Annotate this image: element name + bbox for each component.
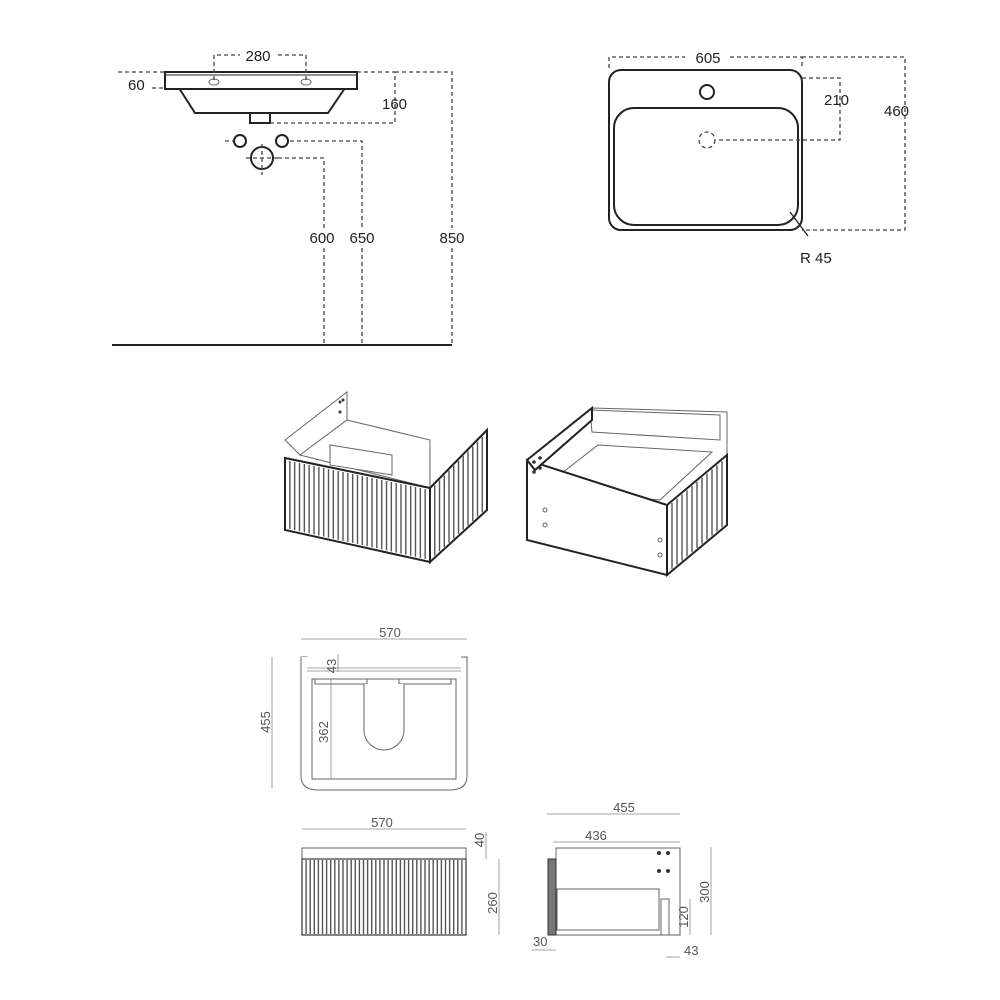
dim-plan-depth: 455 (258, 711, 273, 733)
dim-top-gap: 40 (472, 833, 487, 847)
dim-front-thickness: 30 (533, 934, 547, 949)
dim-total-height: 850 (439, 230, 464, 247)
drawer-front-edge (547, 858, 557, 936)
dim-drain-height: 600 (309, 230, 334, 247)
dim-drain-depth: 160 (382, 96, 407, 113)
dim-basin-width: 605 (695, 50, 720, 67)
dim-drawer-inner-height: 120 (676, 906, 691, 928)
dim-back-offset: 43 (684, 943, 698, 958)
dim-plan-width: 570 (379, 625, 401, 640)
dim-back-rail: 43 (324, 659, 339, 673)
dim-side-height: 300 (697, 881, 712, 903)
dim-front-width: 570 (371, 815, 393, 830)
basin-bowl (177, 87, 347, 114)
dim-side-depth: 455 (613, 800, 635, 815)
dim-inner-depth: 362 (316, 721, 331, 743)
tap-pipe-left (233, 134, 247, 148)
dim-tap-outlet-height: 650 (349, 230, 374, 247)
cabinet-front-view: 570 40 260 (301, 815, 500, 936)
drain-outlet (249, 112, 271, 124)
dim-basin-depth: 460 (884, 103, 909, 120)
tap-hole (699, 84, 715, 100)
basin-top-view: 605 210 460 R 45 (608, 50, 909, 267)
dim-drawer-height: 260 (485, 892, 500, 914)
drain-hole (698, 131, 716, 149)
cabinet-side-view: 455 436 300 120 30 43 (532, 800, 712, 958)
cabinet-iso-front (284, 390, 488, 565)
tap-pipe-right (275, 134, 289, 148)
dim-tap-spacing: 280 (245, 48, 270, 65)
dim-tap-to-drain: 210 (824, 92, 849, 109)
cabinet-plan-view: 570 455 43 362 (258, 625, 468, 791)
basin-side-view: 280 60 160 850 650 600 (112, 48, 465, 346)
dim-rim-height: 60 (128, 77, 145, 94)
cabinet-iso-back (525, 405, 728, 578)
dim-side-inner-depth: 436 (585, 828, 607, 843)
basin-bowl-top (613, 107, 799, 226)
dim-corner-radius: R 45 (800, 250, 832, 267)
